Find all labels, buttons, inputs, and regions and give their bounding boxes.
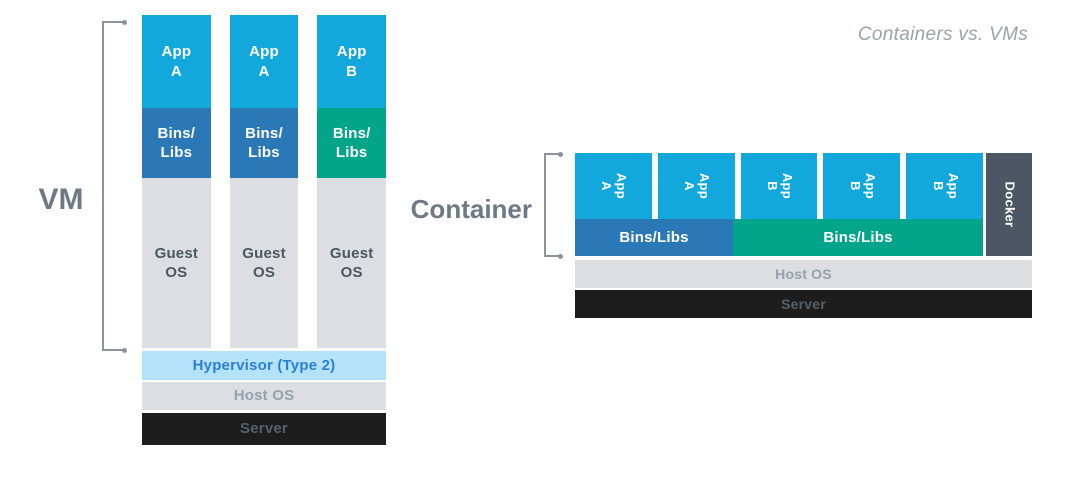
bins-libs-block: Bins/ Libs [229, 108, 299, 178]
bins-libs-label: Bins/Libs [619, 228, 689, 246]
container-bracket-line [544, 154, 546, 256]
bins-libs-label: Bins/ Libs [245, 124, 283, 162]
app-label: App A [161, 43, 192, 80]
vm-bracket-bottom-dot [122, 347, 127, 353]
container-app-block: App B [906, 153, 983, 219]
guest-os-label: Guest OS [154, 244, 199, 282]
guest-os-block: Guest OS [317, 178, 387, 348]
app-label: App A [249, 43, 279, 80]
vm-column-2: App A Bins/ Libs Guest OS [229, 15, 299, 348]
vm-column-1: App A Bins/ Libs Guest OS [142, 15, 211, 348]
server-label: Server [240, 420, 288, 438]
container-server-row: Server [575, 290, 1032, 318]
diagram-title: Containers vs. VMs [857, 24, 1028, 45]
container-bracket-bottom-tick [544, 255, 560, 257]
bins-libs-shared-teal: Bins/Libs [733, 219, 983, 256]
container-app-label: App B [847, 172, 878, 200]
bins-libs-label: Bins/ Libs [332, 124, 371, 162]
vm-server-row: Server [142, 413, 386, 445]
host-os-label: Host OS [233, 387, 295, 405]
bins-libs-label: Bins/Libs [823, 228, 893, 246]
bins-libs-block: Bins/ Libs [317, 108, 387, 178]
docker-block: Docker [986, 153, 1032, 256]
container-app-blocks: App A App A App B App B App B [575, 153, 983, 219]
vm-bracket-top-tick [102, 21, 124, 23]
vm-bracket-bottom-tick [102, 349, 124, 351]
bins-libs-shared-blue: Bins/Libs [575, 219, 733, 256]
container-app-block: App A [575, 153, 652, 219]
app-block: App A [229, 15, 299, 108]
guest-os-block: Guest OS [142, 178, 211, 348]
docker-label: Docker [1002, 181, 1018, 228]
vm-bracket-line [102, 22, 104, 350]
app-block: App B [317, 15, 387, 108]
vm-columns: App A Bins/ Libs Guest OS App A Bins/ Li… [142, 15, 387, 348]
container-app-label: App B [764, 172, 795, 200]
container-bracket-top-tick [544, 153, 560, 155]
guest-os-label: Guest OS [242, 244, 286, 282]
container-app-block: App B [740, 153, 818, 219]
container-app-block: App A [657, 153, 735, 219]
vm-host-os-row: Host OS [142, 382, 386, 410]
server-label: Server [781, 295, 826, 312]
guest-os-label: Guest OS [329, 244, 374, 282]
guest-os-block: Guest OS [229, 178, 299, 348]
container-app-label: App A [682, 172, 713, 200]
container-app-label: App B [930, 172, 961, 200]
host-os-label: Host OS [775, 265, 832, 282]
bins-libs-label: Bins/ Libs [157, 124, 196, 162]
vm-column-3: App B Bins/ Libs Guest OS [317, 15, 387, 348]
vm-bracket-top-dot [122, 19, 127, 25]
container-group-label: Container [410, 194, 532, 224]
container-app-label: App A [599, 172, 630, 200]
bins-libs-block: Bins/ Libs [142, 108, 211, 178]
app-block: App A [142, 15, 211, 108]
container-app-block: App B [823, 153, 901, 219]
hypervisor-label: Hypervisor (Type 2) [192, 356, 336, 374]
vm-group-label: VM [38, 183, 84, 216]
app-label: App B [336, 43, 367, 80]
container-bracket-top-dot [558, 151, 563, 157]
container-host-os-row: Host OS [575, 260, 1032, 288]
container-bracket-bottom-dot [558, 253, 563, 259]
hypervisor-row: Hypervisor (Type 2) [142, 351, 386, 380]
